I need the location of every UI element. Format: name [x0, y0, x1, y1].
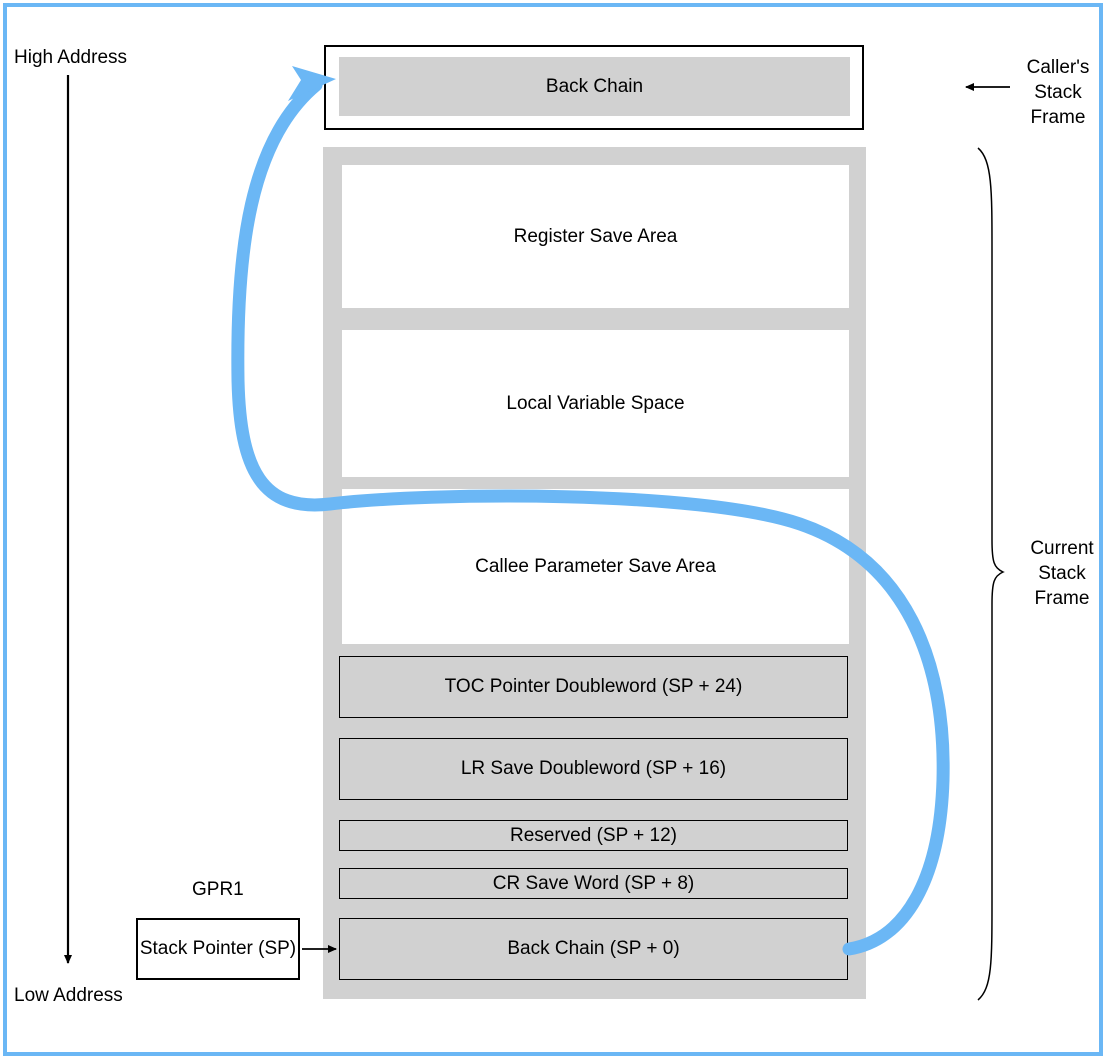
low-address-label: Low Address [14, 985, 123, 1006]
current-frame-brace [977, 147, 1005, 1001]
slot-reserved: Reserved (SP + 12) [339, 820, 848, 851]
region-local-variable-space: Local Variable Space [342, 330, 849, 477]
region-callee-parameter-save-area: Callee Parameter Save Area [342, 489, 849, 644]
gpr1-label: GPR1 [192, 879, 244, 900]
region-register-save-area: Register Save Area [342, 165, 849, 308]
slot-back-chain-sp0: Back Chain (SP + 0) [339, 918, 848, 980]
stack-pointer-box: Stack Pointer (SP) [136, 918, 300, 980]
caller-back-chain-slot: Back Chain [339, 57, 850, 116]
current-stack-frame-label: Current Stack Frame [1030, 538, 1094, 609]
slot-toc-pointer-doubleword: TOC Pointer Doubleword (SP + 24) [339, 656, 848, 718]
slot-cr-save-word: CR Save Word (SP + 8) [339, 868, 848, 899]
callers-stack-frame-label: Caller's Stack Frame [1026, 57, 1090, 128]
high-address-label: High Address [14, 47, 128, 68]
slot-lr-save-doubleword: LR Save Doubleword (SP + 16) [339, 738, 848, 800]
